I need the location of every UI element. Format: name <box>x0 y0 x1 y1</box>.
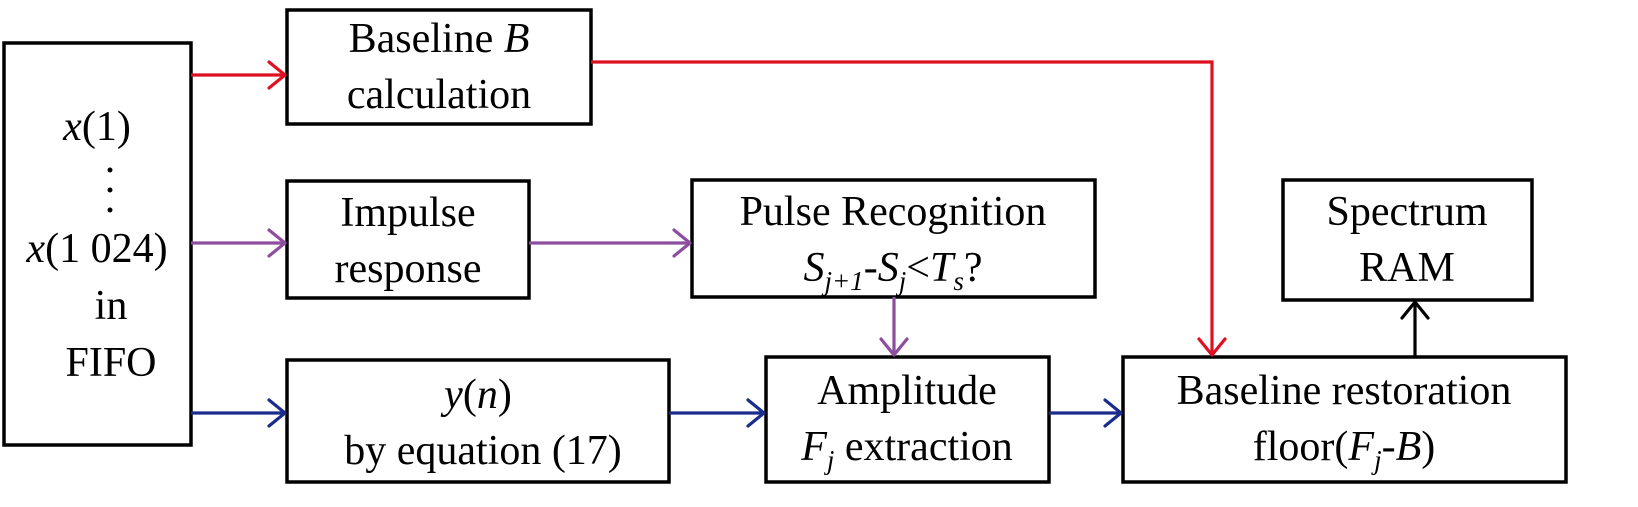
fifo-label: FIFO <box>65 340 156 386</box>
impulse-line1: Impulse <box>340 190 475 236</box>
spectrum-line2: RAM <box>1359 245 1455 291</box>
fifo-dot-3: . <box>105 176 116 222</box>
fifo-x1: x(1) <box>62 104 131 150</box>
baseline-calculation-box <box>285 8 593 126</box>
yn-line1: y(n) <box>440 372 512 418</box>
amplitude-line1: Amplitude <box>817 368 997 414</box>
purple-arrow-fifo-to-impulse <box>191 228 287 258</box>
purple-arrow-impulse-to-pulse <box>529 228 692 258</box>
baseline-calc-line2: calculation <box>347 72 531 118</box>
restoration-line1: Baseline restoration <box>1177 368 1512 414</box>
baseline-restoration-box <box>1121 355 1568 484</box>
purple-arrow-pulse-to-amplitude <box>879 297 909 357</box>
restoration-line2: floor(Fj-B) <box>1253 424 1435 475</box>
pulse-condition: Sj+1-Sj<Ts? <box>804 245 983 296</box>
baseline-calc-line1: Baseline B <box>349 16 530 62</box>
red-arrow-fifo-to-baseline <box>191 60 287 90</box>
spectrum-ram-box <box>1281 178 1534 302</box>
navy-arrow-fifo-to-yn <box>191 398 287 428</box>
amplitude-extraction-box <box>764 355 1051 484</box>
spectrum-line1: Spectrum <box>1327 189 1488 235</box>
navy-arrow-amplitude-to-restoration <box>1049 398 1123 428</box>
yn-equation-box <box>285 358 671 484</box>
red-arrow-baseline-to-restoration <box>591 60 1227 357</box>
fifo-box <box>2 41 193 447</box>
navy-arrow-yn-to-amplitude <box>669 398 766 428</box>
amplitude-line2: Fj extraction <box>800 424 1013 475</box>
fifo-in: in <box>95 283 128 329</box>
pulse-recognition-box <box>690 178 1097 299</box>
pulse-line1: Pulse Recognition <box>740 189 1047 235</box>
yn-line2: by equation (17) <box>344 428 622 474</box>
impulse-response-box <box>285 179 531 300</box>
fifo-dot-2: . <box>105 156 116 202</box>
fifo-x1024: x(1 024) <box>25 226 167 272</box>
impulse-line2: response <box>335 246 482 292</box>
black-arrow-restoration-to-spectrum <box>1400 300 1430 357</box>
fifo-dot-1: . <box>105 136 116 182</box>
